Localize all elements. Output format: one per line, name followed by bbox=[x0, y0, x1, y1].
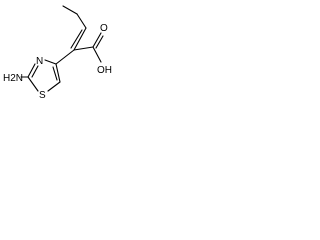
amino-label: H2N bbox=[3, 73, 23, 84]
bond-alkene-double-b bbox=[70, 29, 83, 49]
bond-carbonyl-double-b bbox=[95, 35, 104, 49]
bond-carbonyl-double-a bbox=[92, 32, 102, 48]
bond-alpha-thiazole bbox=[55, 49, 75, 65]
bond-c5-c4-b bbox=[52, 66, 58, 81]
structural-formula: O OH N S H2N bbox=[3, 5, 112, 101]
bond-alpha-carboxyl bbox=[73, 46, 94, 51]
bond-c4-n3 bbox=[44, 59, 57, 65]
bond-c2-s1 bbox=[27, 76, 39, 92]
bond-n3-c2-b bbox=[31, 65, 39, 78]
hydroxyl-label: OH bbox=[97, 65, 112, 76]
ring-sulfur-label: S bbox=[39, 90, 46, 101]
bond-methylene bbox=[76, 13, 87, 29]
bond-alkene-double-a bbox=[73, 27, 87, 51]
bond-c5-c4-a bbox=[55, 63, 61, 83]
bond-s1-c5 bbox=[47, 81, 61, 92]
bond-carboxyl-oh bbox=[92, 46, 102, 63]
ring-nitrogen-label: N bbox=[36, 56, 43, 67]
carbonyl-oxygen-label: O bbox=[100, 23, 108, 34]
bond-n3-c2-a bbox=[27, 63, 36, 78]
bond-methyl bbox=[62, 5, 78, 15]
